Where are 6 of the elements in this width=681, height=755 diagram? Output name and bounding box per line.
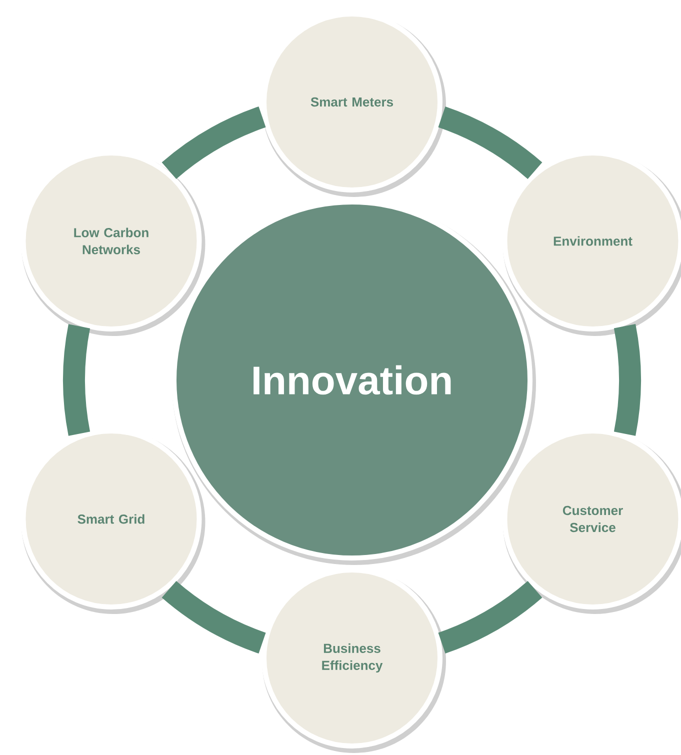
ring-segment bbox=[438, 106, 542, 180]
ring-segment bbox=[614, 324, 641, 436]
ring-segment bbox=[63, 324, 90, 436]
ring-segment bbox=[162, 580, 266, 654]
ring-segment bbox=[438, 580, 542, 654]
ring-segment bbox=[162, 106, 266, 180]
